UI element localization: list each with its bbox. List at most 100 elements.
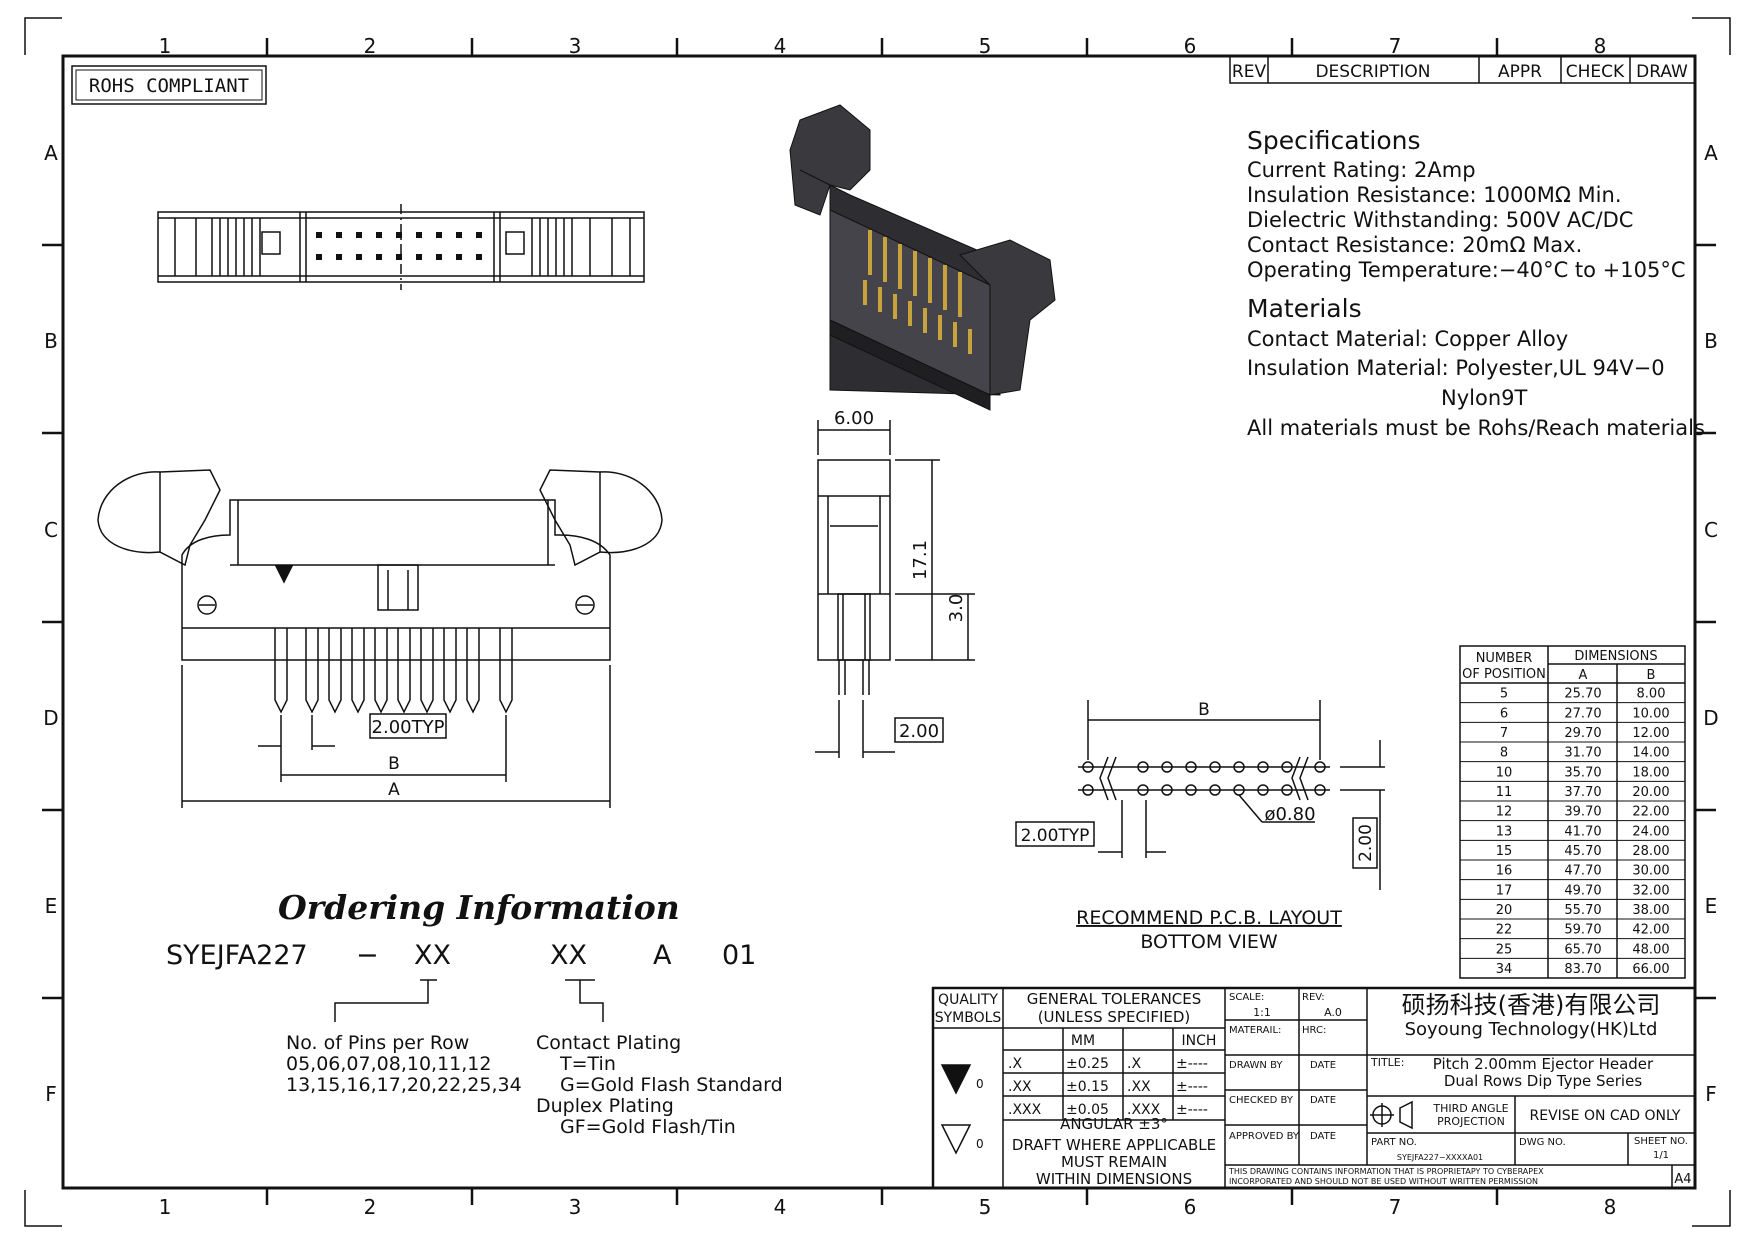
dim-row-a: 37.70 <box>1564 785 1601 800</box>
pins-title: No. of Pins per Row <box>286 1032 470 1054</box>
drawing-title-line2: Dual Rows Dip Type Series <box>1444 1072 1643 1090</box>
zone-col-bottom: 8 <box>1604 1195 1617 1219</box>
dim-row-b: 42.00 <box>1632 923 1669 938</box>
spec-line: Current Rating: 2Amp <box>1247 158 1476 182</box>
pcb-hole-label: ø0.80 <box>1264 804 1315 825</box>
dim-row-b: 20.00 <box>1632 785 1669 800</box>
dim-row-a: 31.70 <box>1564 746 1601 761</box>
dim-row-b: 30.00 <box>1632 864 1669 879</box>
zone-col-top: 5 <box>979 34 992 58</box>
zone-row-right: D <box>1703 706 1718 730</box>
dim-row-b: 18.00 <box>1632 765 1669 780</box>
angular-tolerance: ANGULAR ±3° <box>1060 1115 1168 1133</box>
title-block-grid <box>931 986 1697 1190</box>
zone-row-left: D <box>43 706 58 730</box>
pcb-row-label: 2.00 <box>1356 824 1376 862</box>
dim-row-a: 59.70 <box>1564 923 1601 938</box>
zone-col-bottom: 7 <box>1389 1195 1402 1219</box>
mm-label: MM <box>1071 1033 1095 1049</box>
dwg-no-label: DWG NO. <box>1519 1137 1566 1148</box>
symbol-sub: 0 <box>976 1077 984 1091</box>
tol-row: .XXX <box>1008 1102 1042 1118</box>
tol-row: .XX <box>1127 1079 1151 1095</box>
title-block-text: QUALITY SYMBOLS GENERAL TOLERANCES (UNLE… <box>935 990 1692 1188</box>
dim-row-position: 7 <box>1500 726 1508 741</box>
dim-row-position: 10 <box>1496 765 1513 780</box>
dim-row-position: 17 <box>1496 883 1513 898</box>
dim-row-a: 39.70 <box>1564 805 1601 820</box>
draw-header: DRAW <box>1636 62 1688 82</box>
dimension-table-grid <box>1459 645 1686 979</box>
dim-row-b: 32.00 <box>1632 883 1669 898</box>
zone-col-top: 1 <box>159 34 172 58</box>
ordering-code-type: A <box>653 940 672 971</box>
sheet-no-value: 1/1 <box>1653 1150 1669 1161</box>
dim-row-position: 15 <box>1496 844 1513 859</box>
rev-value: A.0 <box>1324 1006 1342 1019</box>
checked-date-label: DATE <box>1310 1095 1336 1106</box>
zone-col-top: 4 <box>774 34 787 58</box>
dim-row-b: 22.00 <box>1632 805 1669 820</box>
zone-row-right: B <box>1704 329 1718 353</box>
spec-line: Dielectric Withstanding: 500V AC/DC <box>1247 208 1634 232</box>
check-header: CHECK <box>1566 62 1625 82</box>
pins-line2: 13,15,16,17,20,22,25,34 <box>286 1074 522 1096</box>
dim-row-position: 20 <box>1496 903 1513 918</box>
ordering-code-pins: XX <box>414 940 451 971</box>
pcb-layout-drawing <box>1078 700 1385 890</box>
dim-row-position: 16 <box>1496 864 1513 879</box>
zone-row-left: A <box>44 141 58 165</box>
dim-row-position: 34 <box>1496 962 1513 977</box>
side-pin-label: 3.0 <box>946 594 967 623</box>
plating-title: Contact Plating <box>536 1032 682 1054</box>
front-pitch-label: 2.00TYP <box>372 717 445 738</box>
dim-row-b: 66.00 <box>1632 962 1669 977</box>
material-insulation-alt: Nylon9T <box>1441 386 1528 410</box>
draft-line2: MUST REMAIN <box>1061 1153 1167 1171</box>
side-view-drawing <box>815 420 975 758</box>
drawing-title-line1: Pitch 2.00mm Ejector Header <box>1433 1055 1654 1073</box>
approved-date-label: DATE <box>1310 1131 1336 1142</box>
specifications-heading: Specifications <box>1247 126 1421 155</box>
zone-col-top: 6 <box>1184 34 1197 58</box>
scale-label: SCALE: <box>1229 992 1264 1003</box>
dim-row-position: 13 <box>1496 824 1513 839</box>
duplex-gold-tin: GF=Gold Flash/Tin <box>560 1116 736 1138</box>
front-dim-a-label: A <box>388 780 400 800</box>
description-header: DESCRIPTION <box>1315 62 1430 82</box>
ordering-code-dash: − <box>356 940 379 971</box>
symbol-sub: 0 <box>976 1137 984 1151</box>
tol-row: .X <box>1008 1056 1022 1072</box>
rev-label: REV: <box>1302 992 1325 1003</box>
dim-col-b: B <box>1647 668 1656 683</box>
inch-label: INCH <box>1182 1033 1217 1049</box>
dim-row-b: 8.00 <box>1637 687 1666 702</box>
zone-col-bottom: 1 <box>159 1195 172 1219</box>
draft-line3: WITHIN DIMENSIONS <box>1036 1170 1192 1188</box>
dim-row-b: 12.00 <box>1632 726 1669 741</box>
pcb-dim-b-label: B <box>1198 700 1210 720</box>
dim-row-a: 49.70 <box>1564 883 1601 898</box>
approved-by-label: APPROVED BY <box>1229 1131 1300 1142</box>
zone-row-left: E <box>45 894 58 918</box>
dim-row-b: 14.00 <box>1632 746 1669 761</box>
zone-col-top: 3 <box>569 34 582 58</box>
zone-row-left: C <box>44 518 58 542</box>
zone-row-right: C <box>1704 518 1718 542</box>
ordering-code-suffix: 01 <box>722 940 757 971</box>
dim-row-a: 47.70 <box>1564 864 1601 879</box>
dim-row-position: 11 <box>1496 785 1513 800</box>
dim-row-b: 24.00 <box>1632 824 1669 839</box>
dim-col-position: OF POSITION <box>1462 667 1546 682</box>
hrc-label: HRC: <box>1302 1025 1326 1036</box>
dim-row-position: 12 <box>1496 805 1513 820</box>
dim-col-dimensions: DIMENSIONS <box>1574 649 1657 664</box>
zone-col-bottom: 2 <box>364 1195 377 1219</box>
drawn-date-label: DATE <box>1310 1060 1336 1071</box>
dim-row-a: 27.70 <box>1564 706 1601 721</box>
front-dim-b-label: B <box>388 754 400 774</box>
spec-line: Insulation Resistance: 1000MΩ Min. <box>1247 183 1622 207</box>
proprietary-notice-line2: INCORPORATED AND SHOULD NOT BE USED WITH… <box>1229 1177 1538 1186</box>
